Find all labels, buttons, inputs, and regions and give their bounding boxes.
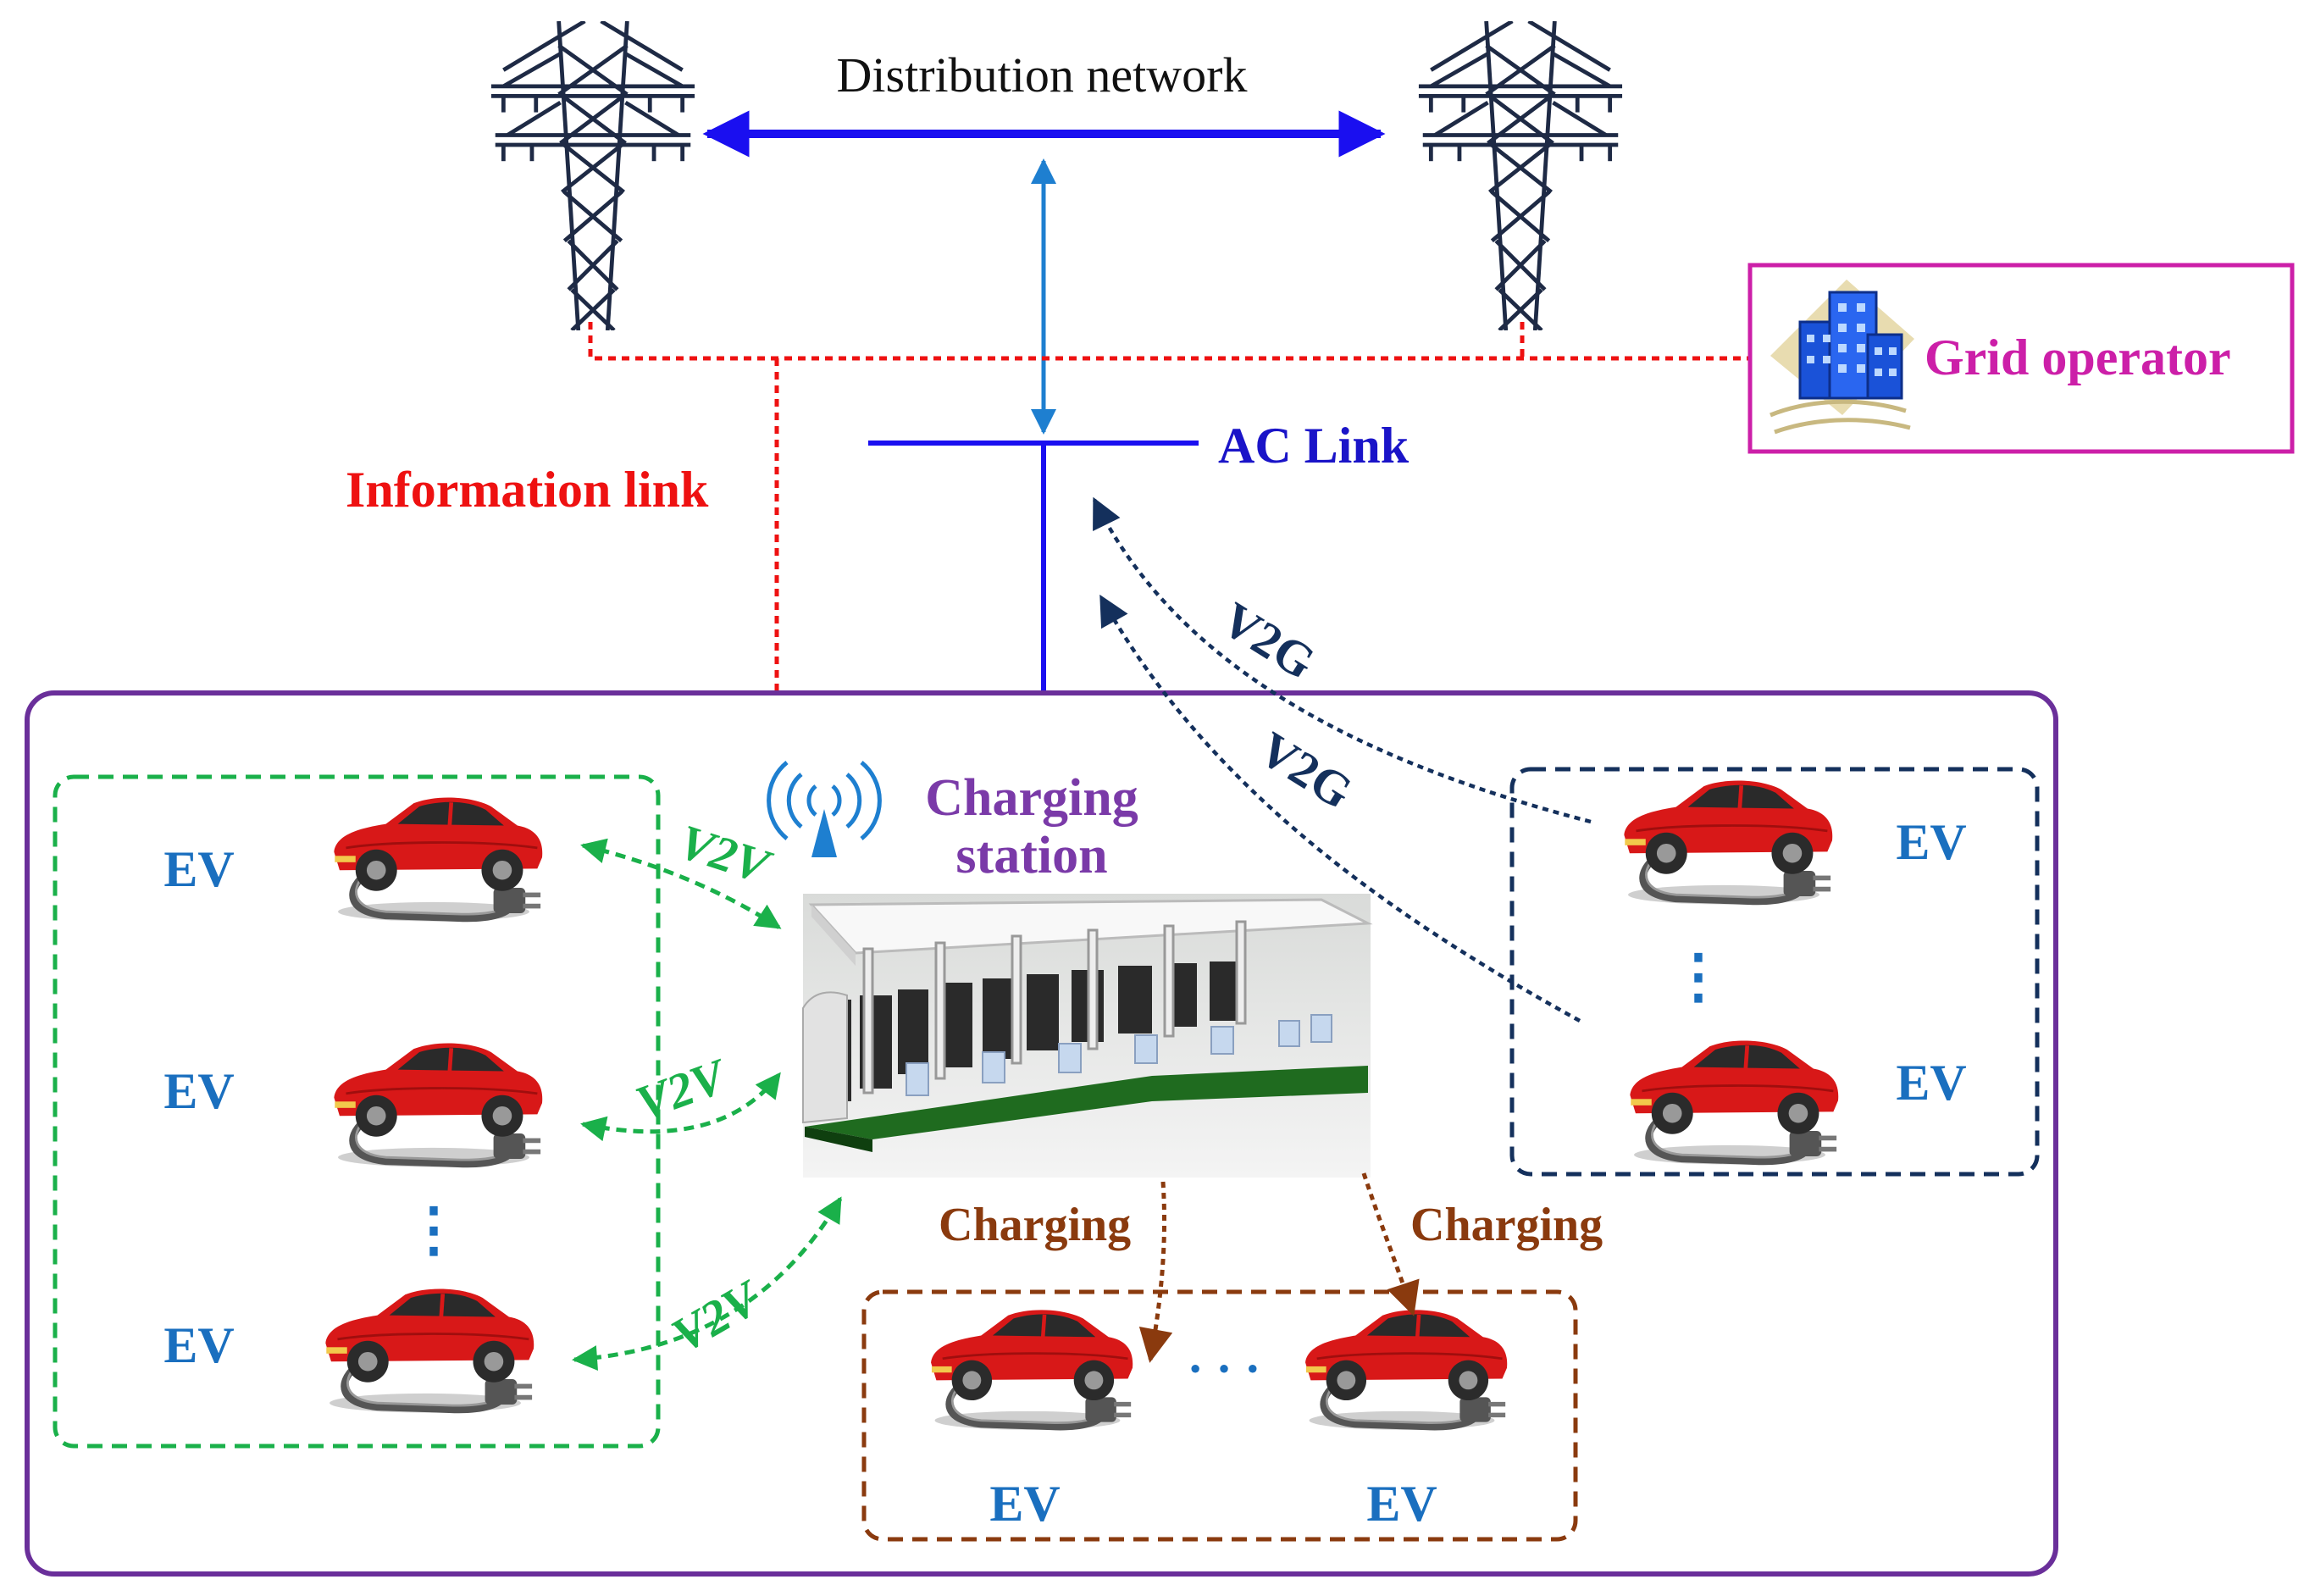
ev-label-left-2: EV (163, 1063, 234, 1119)
v2v-label-3: V2V (662, 1269, 771, 1364)
charging-arrows (1138, 1172, 1420, 1363)
v2g-arrow-2 (1099, 594, 1581, 1022)
transmission-tower-icon-left (491, 21, 695, 330)
building-icon (1770, 280, 1914, 435)
v2v-arrow-3 (572, 1196, 843, 1372)
ev-label-right-1: EV (1896, 814, 1966, 870)
ev-label-left-1: EV (163, 841, 234, 897)
charging-arrow-1 (1138, 1181, 1173, 1363)
charging-station-image (802, 894, 1373, 1178)
distribution-network-label: Distribution network (837, 47, 1248, 103)
ev-car-icon (1305, 1310, 1507, 1429)
v2g-arrows (1092, 496, 1592, 1022)
transmission-tower-icon-right (1419, 21, 1622, 330)
charging-ev-group (861, 1289, 1578, 1542)
ev-label-left-3: EV (163, 1317, 234, 1373)
ev-car-icon (334, 798, 542, 922)
v2v-arrow-1 (580, 838, 782, 930)
v2g-arrow-1 (1092, 496, 1592, 824)
more-evs-ellipsis-right: ⋮ (1669, 945, 1728, 1010)
charging-station-area (25, 690, 2058, 1577)
ac-link-label: AC Link (1218, 418, 1410, 474)
grid-operator-label: Grid operator (1925, 330, 2231, 385)
ev-label-right-2: EV (1896, 1055, 1966, 1111)
v2v-arrow-2 (580, 1072, 781, 1142)
ev-label-bottom-2: EV (1366, 1476, 1437, 1532)
ev-car-icon (334, 1044, 542, 1167)
v2g-label-2: V2G (1249, 721, 1362, 820)
information-link-label: Information link (346, 462, 709, 518)
ev-car-icon (1624, 781, 1832, 905)
ev-label-bottom-1: EV (989, 1476, 1060, 1532)
ev-car-icon (325, 1289, 534, 1413)
charging-label-2: Charging (1410, 1199, 1603, 1251)
charging-label-1: Charging (939, 1199, 1131, 1251)
more-evs-ellipsis-bottom: · · · (1187, 1341, 1260, 1396)
v2g-ev-group (1509, 767, 2040, 1177)
v2g-label-1: V2G (1212, 591, 1325, 690)
v2v-arrows (572, 838, 843, 1372)
ev-car-icon (931, 1310, 1133, 1429)
charging-station-label-line1: Charging (925, 769, 1138, 827)
information-link (588, 322, 1749, 693)
ev-car-icon (1630, 1041, 1838, 1165)
more-evs-ellipsis: ⋮ (404, 1198, 463, 1263)
v2v-label-1: V2V (673, 814, 778, 895)
antenna-icon (767, 761, 882, 857)
charging-station-label-line2: station (955, 827, 1107, 884)
